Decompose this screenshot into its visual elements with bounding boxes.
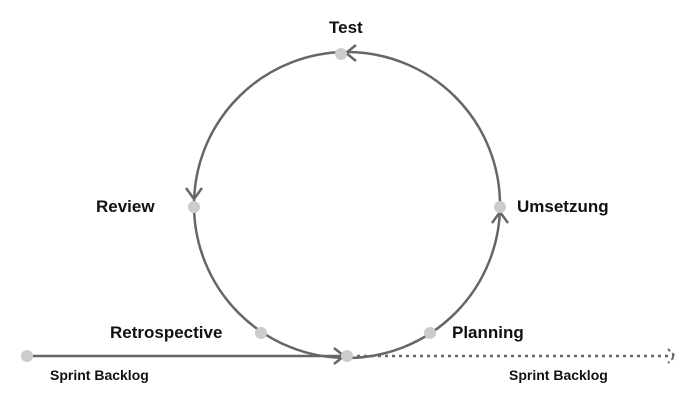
dot-retrospective xyxy=(255,327,267,339)
dot-umsetzung xyxy=(494,201,506,213)
label-backlog-output: Sprint Backlog xyxy=(509,367,608,383)
label-backlog-input: Sprint Backlog xyxy=(50,367,149,383)
dot-planning xyxy=(424,327,436,339)
label-umsetzung: Umsetzung xyxy=(517,197,609,216)
label-test: Test xyxy=(329,18,363,37)
dot-review xyxy=(188,201,200,213)
dot-test xyxy=(335,48,347,60)
dot-sprint-start xyxy=(341,350,353,362)
label-retrospective: Retrospective xyxy=(110,323,223,342)
arrow-review-icon xyxy=(184,187,204,202)
label-planning: Planning xyxy=(452,323,524,342)
sprint-cycle-circle xyxy=(192,50,502,360)
label-review: Review xyxy=(96,197,155,216)
dot-backlog-input xyxy=(21,350,33,362)
